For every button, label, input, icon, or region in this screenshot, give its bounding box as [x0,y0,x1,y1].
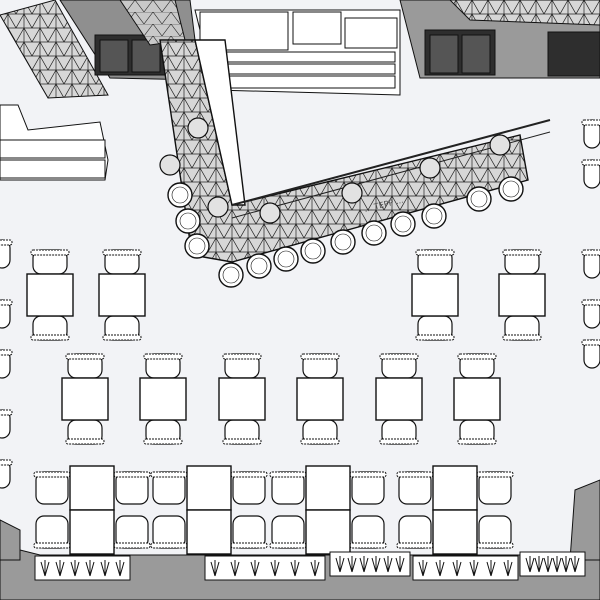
armchair[interactable] [581,299,600,329]
square-table[interactable] [305,509,351,555]
bar-stool[interactable] [466,186,492,212]
square-table[interactable] [69,465,115,511]
planter [412,555,519,581]
square-table[interactable] [26,273,74,317]
bar-stool[interactable] [421,203,447,229]
armchair[interactable] [415,315,455,341]
tables [26,273,546,555]
armchair[interactable] [581,249,600,279]
bar-stool[interactable] [167,182,193,208]
counter-stool [207,196,229,218]
bar-stool[interactable] [175,208,201,234]
planters [34,551,586,581]
armchair[interactable] [65,353,105,379]
armchair[interactable] [300,419,340,445]
armchair[interactable] [396,471,434,505]
bar-counter [159,39,551,263]
armchair[interactable] [113,515,151,549]
armchair[interactable] [143,419,183,445]
bar-stool[interactable] [184,233,210,259]
armchair[interactable] [222,419,262,445]
planter [329,551,411,577]
square-table[interactable] [186,465,232,511]
armchair[interactable] [102,315,142,341]
square-table[interactable] [305,465,351,511]
square-table[interactable] [61,377,109,421]
armchair[interactable] [33,471,71,505]
armchair[interactable] [0,239,13,269]
bar-stool[interactable] [246,253,272,279]
square-table[interactable] [411,273,459,317]
armchair[interactable] [30,249,70,275]
armchair[interactable] [143,353,183,379]
planter [34,555,131,581]
armchair[interactable] [581,119,600,149]
armchair[interactable] [0,459,13,489]
counter-stool [259,202,281,224]
armchair[interactable] [502,315,542,341]
back-bar-shelving [194,9,401,96]
counter-stool [159,154,181,176]
armchair[interactable] [113,471,151,505]
square-table[interactable] [432,509,478,555]
square-table[interactable] [98,273,146,317]
counter-stool [341,182,363,204]
armchair[interactable] [150,471,188,505]
armchair[interactable] [150,515,188,549]
armchair[interactable] [502,249,542,275]
bar-stools [159,117,524,288]
armchair[interactable] [415,249,455,275]
armchair[interactable] [0,299,13,329]
bar-stool[interactable] [330,229,356,255]
bar-stool[interactable] [300,238,326,264]
square-table[interactable] [186,509,232,555]
square-table[interactable] [296,377,344,421]
square-table[interactable] [375,377,423,421]
armchair[interactable] [0,349,13,379]
bar-stool[interactable] [273,246,299,272]
sofa-left [0,104,109,181]
counter-stool [187,117,209,139]
armchair[interactable] [230,471,268,505]
square-table[interactable] [453,377,501,421]
armchair[interactable] [230,515,268,549]
armchair[interactable] [65,419,105,445]
armchair[interactable] [349,515,387,549]
armchair[interactable] [581,159,600,189]
counter-stool [489,134,511,156]
square-table[interactable] [498,273,546,317]
square-table[interactable] [218,377,266,421]
armchair[interactable] [102,249,142,275]
armchair[interactable] [457,353,497,379]
counter-stool [419,157,441,179]
armchair[interactable] [396,515,434,549]
armchair[interactable] [269,515,307,549]
armchair[interactable] [581,339,600,369]
square-table[interactable] [139,377,187,421]
armchair[interactable] [379,353,419,379]
bar-stool[interactable] [498,176,524,202]
armchair[interactable] [379,419,419,445]
armchair[interactable] [476,471,514,505]
armchair[interactable] [222,353,262,379]
armchair[interactable] [300,353,340,379]
armchair[interactable] [457,419,497,445]
bar-stool[interactable] [218,262,244,288]
armchair[interactable] [33,515,71,549]
planter [519,551,586,577]
bar-stool[interactable] [361,220,387,246]
armchair[interactable] [476,515,514,549]
armchair[interactable] [30,315,70,341]
bar-stool[interactable] [390,211,416,237]
planter [204,555,326,581]
armchair[interactable] [269,471,307,505]
chairs [0,119,600,549]
armchair[interactable] [349,471,387,505]
square-table[interactable] [432,465,478,511]
square-table[interactable] [69,509,115,555]
armchair[interactable] [0,409,13,439]
